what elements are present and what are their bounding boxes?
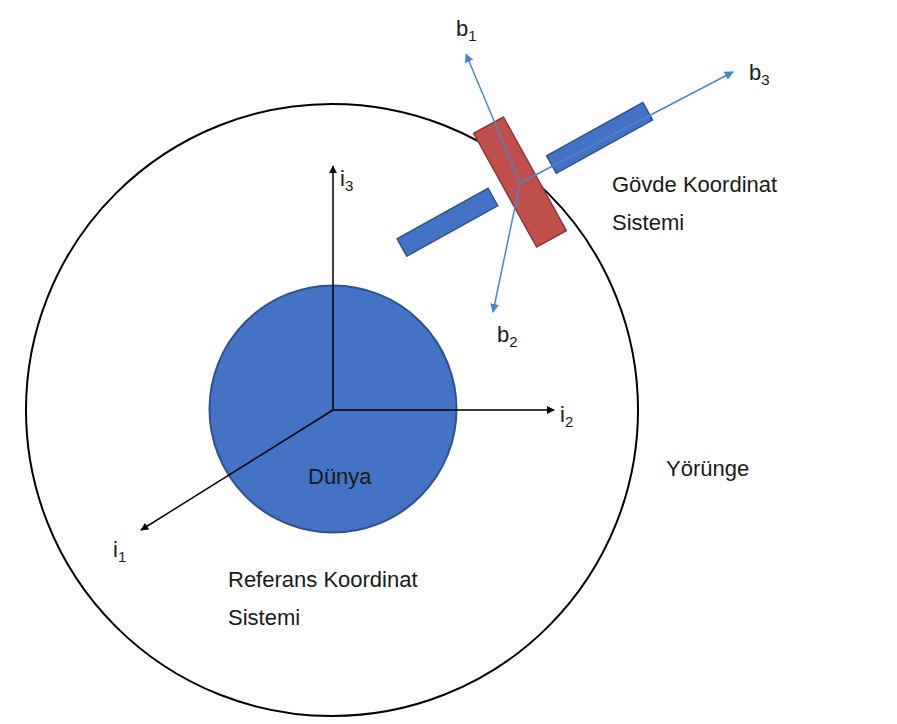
axis-b1 xyxy=(466,54,520,183)
node-text: Dünya xyxy=(308,458,372,496)
solar-panel xyxy=(547,102,653,173)
subscript: 2 xyxy=(565,413,573,430)
axis-label: b1 xyxy=(456,10,477,48)
axis-label: i2 xyxy=(560,396,573,434)
orbit-label: Yörünge xyxy=(666,450,749,488)
axis-label: b2 xyxy=(497,316,518,354)
subscript: 2 xyxy=(509,333,517,350)
orbit-circle xyxy=(26,104,638,716)
axis-b2 xyxy=(493,183,520,312)
frame-label: Referans Koordinat Sistemi xyxy=(228,561,460,637)
axis-i2 xyxy=(333,409,554,411)
solar-panel xyxy=(397,188,498,256)
axis-i3 xyxy=(332,166,334,410)
axis-label: i3 xyxy=(340,160,353,198)
subscript: 3 xyxy=(761,71,769,88)
axis-b3 xyxy=(520,72,733,183)
axis-label: i1 xyxy=(113,531,126,569)
subscript: 3 xyxy=(345,177,353,194)
frame-label: Gövde Koordinat Sistemi xyxy=(612,166,802,242)
axis-i1 xyxy=(141,410,333,530)
axis-label: b3 xyxy=(749,54,770,92)
subscript: 1 xyxy=(118,548,126,565)
subscript: 1 xyxy=(468,27,476,44)
